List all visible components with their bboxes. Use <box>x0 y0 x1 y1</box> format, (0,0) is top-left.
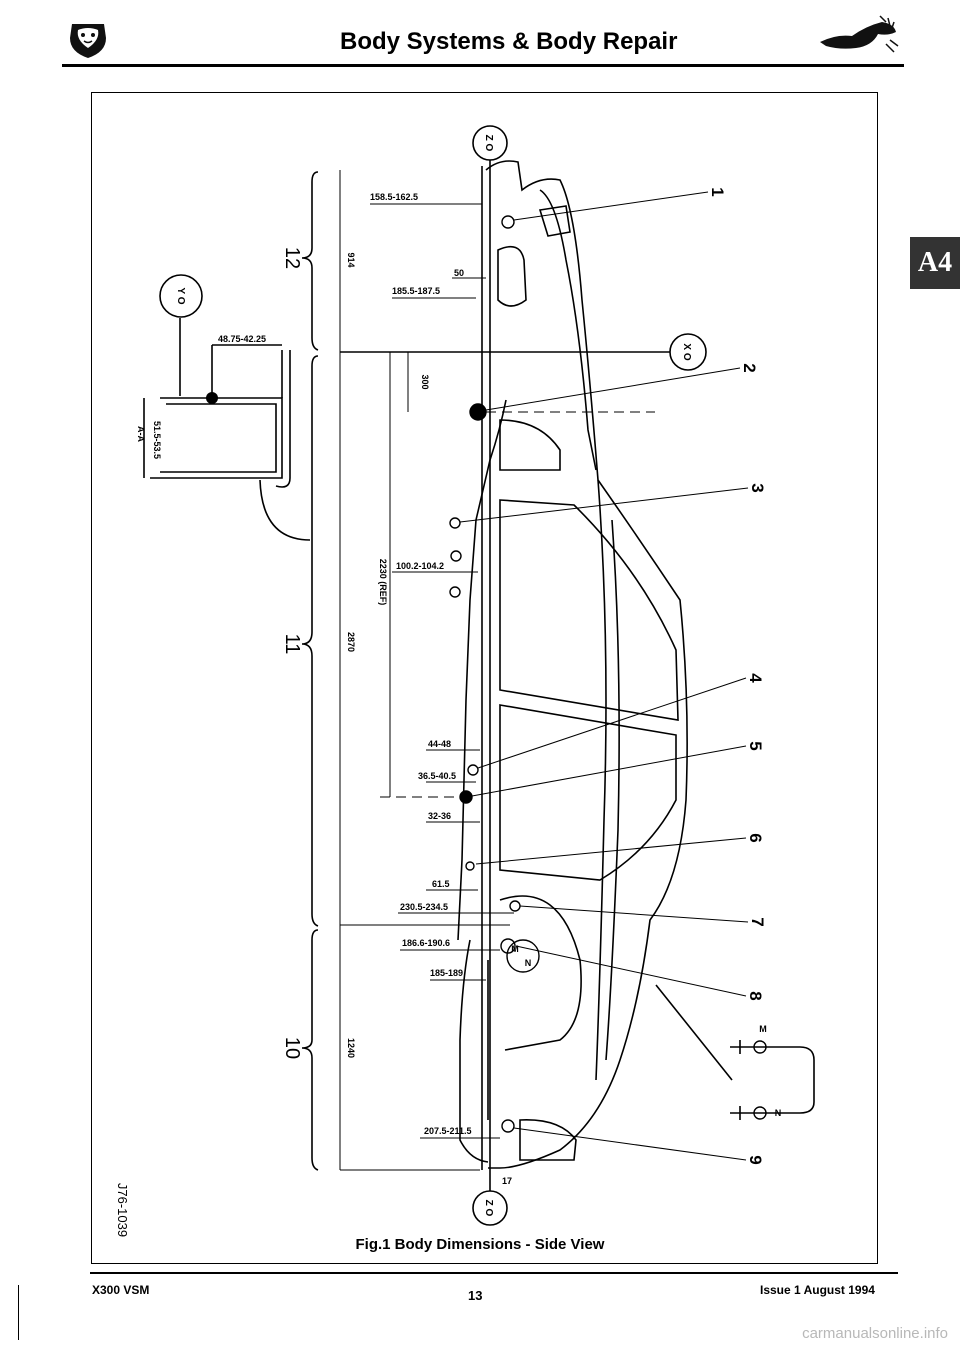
measurement-points <box>449 215 767 1133</box>
measure-point-9-icon <box>501 1119 515 1133</box>
leaper-emblem-icon <box>820 15 899 53</box>
dim-230-5-234-5: 230.5-234.5 <box>400 902 448 912</box>
dim-158-5-162-5: 158.5-162.5 <box>370 192 418 202</box>
callout-leader-lines <box>459 191 749 1161</box>
section-label: A-A <box>136 426 146 442</box>
footer-issue-date: Issue 1 August 1994 <box>760 1283 875 1297</box>
watermark: carmanualsonline.info <box>802 1325 948 1342</box>
section-aa-detail <box>143 318 311 541</box>
dim-61-5: 61.5 <box>432 879 450 889</box>
callout-5: 5 <box>746 741 765 750</box>
wheel-mn-detail-circle <box>506 939 540 973</box>
page-edge-line <box>18 1285 19 1340</box>
wheel-m-label: M <box>511 944 519 954</box>
section-fixing-point-icon <box>206 392 218 404</box>
section-height-dim: 51.5-53.5 <box>152 421 162 459</box>
dim-44-48: 44-48 <box>428 739 451 749</box>
measure-point-3b-icon <box>450 550 462 562</box>
measure-point-8-icon <box>500 938 516 954</box>
dim-207-5-211-5: 207.5-211.5 <box>424 1126 472 1136</box>
section-tab: A4 <box>910 237 960 289</box>
measure-point-4-icon <box>467 764 479 776</box>
dimension-ticks <box>370 203 514 1139</box>
measure-point-6-icon <box>465 861 475 871</box>
dim-50: 50 <box>454 268 464 278</box>
detail-m-label: M <box>759 1024 767 1034</box>
callout-3: 3 <box>748 483 767 492</box>
zone-number-10: 10 <box>281 1037 303 1059</box>
car-body-outline <box>457 160 688 1170</box>
wheel-n-label: N <box>525 958 532 968</box>
measure-point-2-icon <box>469 403 487 421</box>
x-datum-marker <box>669 333 707 371</box>
dim-32-36: 32-36 <box>428 811 451 821</box>
callout-1: 1 <box>708 187 727 196</box>
footer-manual-code: X300 VSM <box>92 1283 150 1297</box>
top-z-datum-label: Z O <box>483 135 494 152</box>
figure-frame <box>91 92 878 1264</box>
dim-186-6-190-6: 186.6-190.6 <box>402 938 450 948</box>
jaguar-logo-icon <box>70 24 106 58</box>
length-dim-front: 914 <box>346 252 356 267</box>
length-dim-rear: 1240 <box>346 1038 356 1058</box>
length-dim-middle: 2870 <box>346 632 356 652</box>
measure-point-3c-icon <box>449 586 461 598</box>
length-dim-ref: 2230 (REF) <box>378 559 388 606</box>
dim-185-189: 185-189 <box>430 968 463 978</box>
callout-2: 2 <box>740 363 759 372</box>
zone-number-12: 12 <box>281 247 303 269</box>
footer-rule <box>90 1272 898 1274</box>
zone-number-11: 11 <box>281 634 303 655</box>
callout-6: 6 <box>746 833 765 842</box>
dim-17: 17 <box>502 1176 512 1186</box>
callout-8: 8 <box>746 991 765 1000</box>
figure-ref-code: J76-1039 <box>115 1183 130 1237</box>
page-title: Body Systems & Body Repair <box>340 28 678 55</box>
callout-7: 7 <box>748 917 767 926</box>
page-number: 13 <box>468 1288 483 1303</box>
zone-braces <box>301 171 319 1171</box>
length-dim-upper: 300 <box>420 374 430 389</box>
datum-lines <box>339 155 670 1200</box>
bottom-z-datum-label: Z O <box>483 1200 494 1217</box>
mn-detail-bracket <box>655 984 815 1120</box>
measure-point-3-icon <box>449 517 461 529</box>
y-datum-marker <box>159 274 203 318</box>
detail-n-label: N <box>775 1108 782 1118</box>
measure-point-7-icon <box>509 900 521 912</box>
dim-36-5-40-5: 36.5-40.5 <box>418 771 456 781</box>
header-rule <box>62 64 904 67</box>
x-datum-label: X O <box>681 343 692 360</box>
callout-9: 9 <box>746 1155 765 1164</box>
bottom-z-datum-marker <box>472 1190 508 1226</box>
dim-185-5-187-5: 185.5-187.5 <box>392 286 440 296</box>
figure-caption: Fig.1 Body Dimensions - Side View <box>355 1236 605 1253</box>
y-datum-label: Y O <box>175 287 186 304</box>
measure-point-5-icon <box>459 790 473 804</box>
top-z-datum-marker <box>472 125 508 161</box>
dim-100-2-104-2: 100.2-104.2 <box>396 561 444 571</box>
callout-4: 4 <box>746 673 765 683</box>
measure-point-1-icon <box>501 215 515 229</box>
section-width-dim: 48.75-42.25 <box>218 334 266 344</box>
